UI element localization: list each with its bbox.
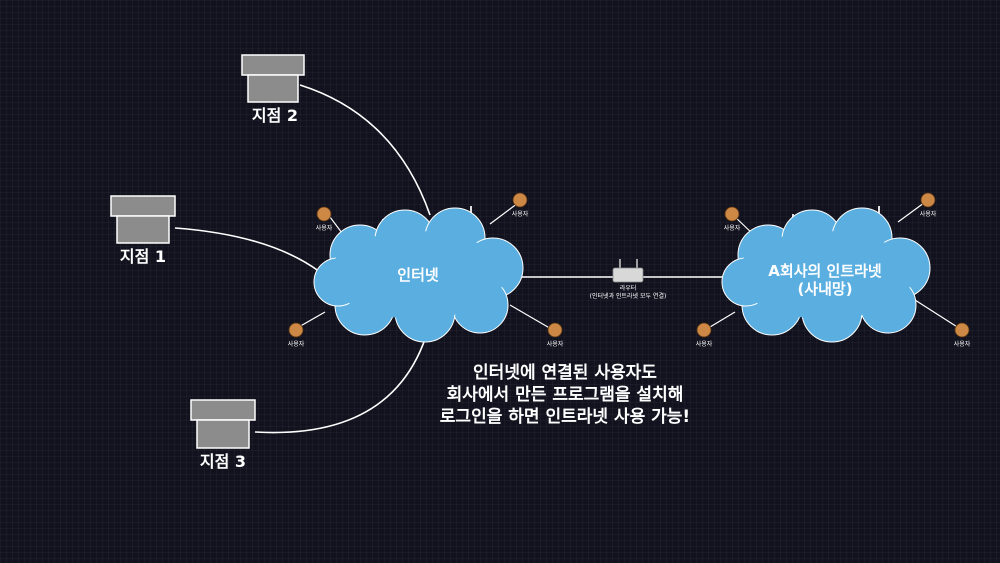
spoke-line	[489, 202, 519, 225]
router-icon	[612, 259, 644, 283]
intranet-label-line2: (사내망)	[797, 280, 853, 298]
internet-label: 인터넷	[397, 266, 439, 284]
user-node	[288, 322, 304, 338]
user-node	[316, 206, 332, 222]
user-label: 사용자	[546, 341, 564, 348]
branch3-box	[190, 399, 256, 449]
user-node	[696, 322, 712, 338]
user-label: 사용자	[695, 341, 713, 348]
user-node	[512, 192, 528, 208]
link-branch1-internet	[174, 227, 321, 273]
intranet-label-line1: A회사의 인트라넷	[768, 262, 882, 280]
link-branch3-internet	[254, 329, 429, 434]
user-label: 사용자	[919, 211, 937, 218]
user-label: 사용자	[287, 341, 305, 348]
branch1-label: 지점 1	[119, 247, 167, 266]
branch2-label: 지점 2	[251, 106, 299, 125]
internet-cloud-fill	[329, 231, 505, 319]
router-label: 라우터	[619, 285, 637, 292]
user-label: 사용자	[315, 225, 333, 232]
branch2-box	[241, 54, 305, 103]
spoke-line	[509, 304, 554, 331]
caption-line: 회사에서 만든 프로그램을 설치해	[446, 385, 684, 405]
user-label: 사용자	[953, 341, 971, 348]
intranet-cloud-fill	[737, 231, 913, 319]
link-branch2-internet	[299, 84, 431, 216]
branch1-box	[110, 195, 176, 244]
user-label: 사용자	[511, 211, 529, 218]
caption: 인터넷에 연결된 사용자도 회사에서 만든 프로그램을 설치해 로그인을 하면 …	[400, 362, 730, 428]
caption-line: 로그인을 하면 인트라넷 사용 가능!	[439, 407, 691, 427]
user-node	[920, 192, 936, 208]
user-label: 사용자	[723, 225, 741, 232]
user-node	[724, 206, 740, 222]
branch3-label: 지점 3	[199, 452, 247, 471]
spoke-line	[914, 299, 963, 331]
router-sublabel: (인터넷과 인트라넷 모두 연결)	[589, 293, 667, 300]
user-node	[547, 322, 563, 338]
user-node	[954, 322, 970, 338]
caption-line: 인터넷에 연결된 사용자도	[473, 363, 657, 383]
